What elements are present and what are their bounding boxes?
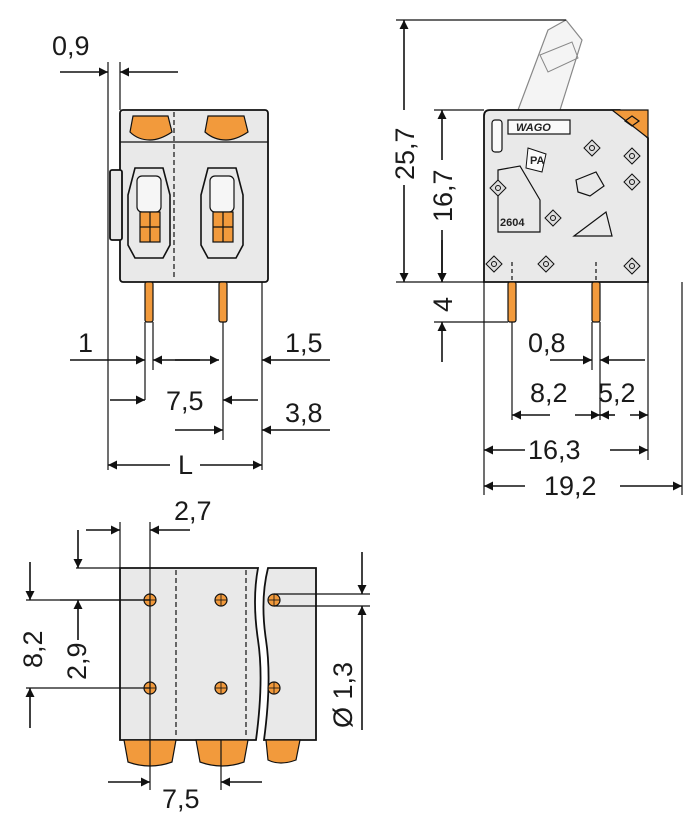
dim-side-16-3: 16,3 <box>528 435 581 465</box>
dim-footprint-2-7: 2,7 <box>174 496 212 526</box>
side-pin-left <box>507 281 517 323</box>
side-series-code: 2604 <box>500 217 525 229</box>
dim-front-3-8: 3,8 <box>285 398 323 428</box>
front-side-clip <box>109 169 123 241</box>
dim-footprint-8-2: 8,2 <box>18 630 48 668</box>
dim-side-25-7: 25,7 <box>390 127 420 180</box>
front-pin-left <box>144 281 154 323</box>
front-clamp-left <box>127 167 171 259</box>
dim-front-1: 1 <box>78 328 93 358</box>
dim-side-19-2: 19,2 <box>544 471 597 501</box>
front-actuator-right <box>204 115 249 141</box>
footprint-view: 2,7 2,9 8,2 Ø 1,3 7,5 <box>18 496 370 814</box>
dim-side-8-2: 8,2 <box>530 378 568 408</box>
side-view: WAGO PA 2604 <box>390 19 683 501</box>
dim-side-4: 4 <box>428 297 458 312</box>
side-pin-right <box>591 281 601 323</box>
dim-front-1-5: 1,5 <box>285 328 323 358</box>
dim-footprint-2-9: 2,9 <box>62 642 92 680</box>
footprint-actuator-3 <box>265 739 301 764</box>
front-clamp-right <box>200 167 244 259</box>
dim-front-7-5: 7,5 <box>166 386 204 416</box>
front-view: 0,9 1 1,5 7,5 3,8 L <box>52 31 330 480</box>
dim-side-5-2: 5,2 <box>598 378 636 408</box>
dim-front-L: L <box>178 450 193 480</box>
side-lever-open <box>517 19 583 111</box>
dim-front-0-9: 0,9 <box>52 31 90 61</box>
front-actuator-left <box>129 115 173 141</box>
side-housing <box>483 109 649 283</box>
footprint-housing <box>119 567 262 741</box>
side-logo: WAGO <box>516 122 551 134</box>
dim-footprint-7-5: 7,5 <box>162 784 200 814</box>
dim-side-0-8: 0,8 <box>528 328 566 358</box>
side-approval-mark: PA <box>530 155 545 167</box>
front-pin-right <box>218 281 228 323</box>
side-fixings <box>485 139 641 275</box>
dim-side-16-7: 16,7 <box>428 169 458 222</box>
footprint-actuator-2 <box>195 739 249 767</box>
dim-footprint-dia-1-3: Ø 1,3 <box>328 662 358 728</box>
